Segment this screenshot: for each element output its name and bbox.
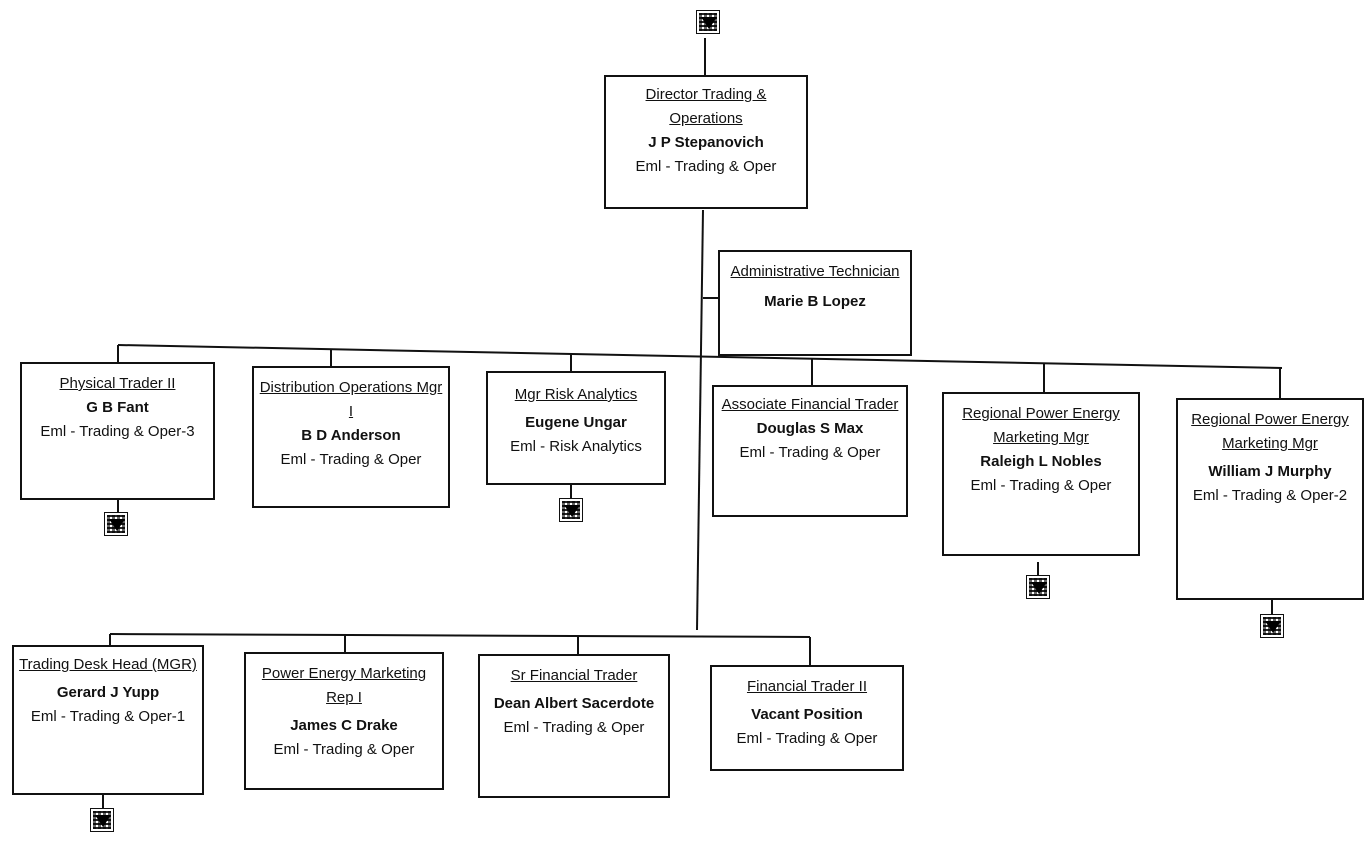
org-node-row2-4[interactable]: Financial Trader II Vacant Position Eml … [710, 665, 904, 771]
org-node-row1-5[interactable]: Regional Power Energy Marketing Mgr Rale… [942, 392, 1140, 556]
node-name: G B Fant [86, 399, 149, 416]
org-node-director[interactable]: Director Trading & Operations J P Stepan… [604, 75, 808, 209]
node-name: B D Anderson [301, 427, 401, 444]
drilldown-link-icon[interactable] [1026, 575, 1050, 599]
org-node-row1-3[interactable]: Mgr Risk Analytics Eugene Ungar Eml - Ri… [486, 371, 666, 485]
node-unit: Eml - Trading & Oper [273, 741, 415, 758]
node-title: Administrative Technician [730, 263, 900, 280]
node-unit: Eml - Trading & Oper [503, 719, 645, 736]
node-unit: Eml - Trading & Oper [736, 730, 878, 747]
node-title: Associate Financial Trader [721, 396, 899, 413]
org-node-row1-6[interactable]: Regional Power Energy Marketing Mgr Will… [1176, 398, 1364, 600]
node-name: Eugene Ungar [525, 414, 627, 431]
node-name: Vacant Position [751, 706, 863, 723]
node-unit: Eml - Trading & Oper [280, 451, 422, 468]
org-node-row1-1[interactable]: Physical Trader II G B Fant Eml - Tradin… [20, 362, 215, 500]
node-unit: Eml - Risk Analytics [510, 438, 642, 455]
node-unit: Eml - Trading & Oper [970, 477, 1112, 494]
node-title: Sr Financial Trader [510, 667, 638, 684]
org-node-row2-2[interactable]: Power Energy Marketing Rep I James C Dra… [244, 652, 444, 790]
node-title: Physical Trader II [59, 375, 176, 392]
node-name: William J Murphy [1208, 463, 1332, 480]
node-name: Gerard J Yupp [56, 684, 160, 701]
node-name: Marie B Lopez [764, 293, 866, 310]
node-name: Douglas S Max [756, 420, 864, 437]
org-node-row2-3[interactable]: Sr Financial Trader Dean Albert Sacerdot… [478, 654, 670, 798]
org-node-assistant[interactable]: Administrative Technician Marie B Lopez [718, 250, 912, 356]
node-name: J P Stepanovich [648, 134, 764, 151]
node-title: Distribution Operations Mgr I [259, 379, 443, 420]
drilldown-link-icon[interactable] [90, 808, 114, 832]
node-name: Raleigh L Nobles [980, 453, 1102, 470]
node-name: James C Drake [290, 717, 398, 734]
node-title: Power Energy Marketing Rep I [261, 665, 427, 706]
drilldown-link-icon[interactable] [104, 512, 128, 536]
node-name: Dean Albert Sacerdote [493, 695, 655, 712]
node-title: Regional Power Energy Marketing Mgr [1191, 411, 1349, 452]
node-unit: Eml - Trading & Oper [739, 444, 881, 461]
org-node-row2-1[interactable]: Trading Desk Head (MGR) Gerard J Yupp Em… [12, 645, 204, 795]
org-node-row1-4[interactable]: Associate Financial Trader Douglas S Max… [712, 385, 908, 517]
drilldown-link-icon[interactable] [696, 10, 720, 34]
drilldown-link-icon[interactable] [1260, 614, 1284, 638]
node-unit: Eml - Trading & Oper-1 [30, 708, 186, 725]
node-title: Regional Power Energy Marketing Mgr [962, 405, 1120, 446]
node-title: Director Trading & Operations [645, 86, 767, 127]
node-unit: Eml - Trading & Oper-3 [40, 423, 195, 440]
node-title: Trading Desk Head (MGR) [19, 656, 197, 673]
node-unit: Eml - Trading & Oper [635, 158, 777, 175]
org-node-row1-2[interactable]: Distribution Operations Mgr I B D Anders… [252, 366, 450, 508]
node-title: Mgr Risk Analytics [514, 386, 638, 403]
node-unit: Eml - Trading & Oper-2 [1192, 487, 1348, 504]
drilldown-link-icon[interactable] [559, 498, 583, 522]
node-title: Financial Trader II [746, 678, 868, 695]
